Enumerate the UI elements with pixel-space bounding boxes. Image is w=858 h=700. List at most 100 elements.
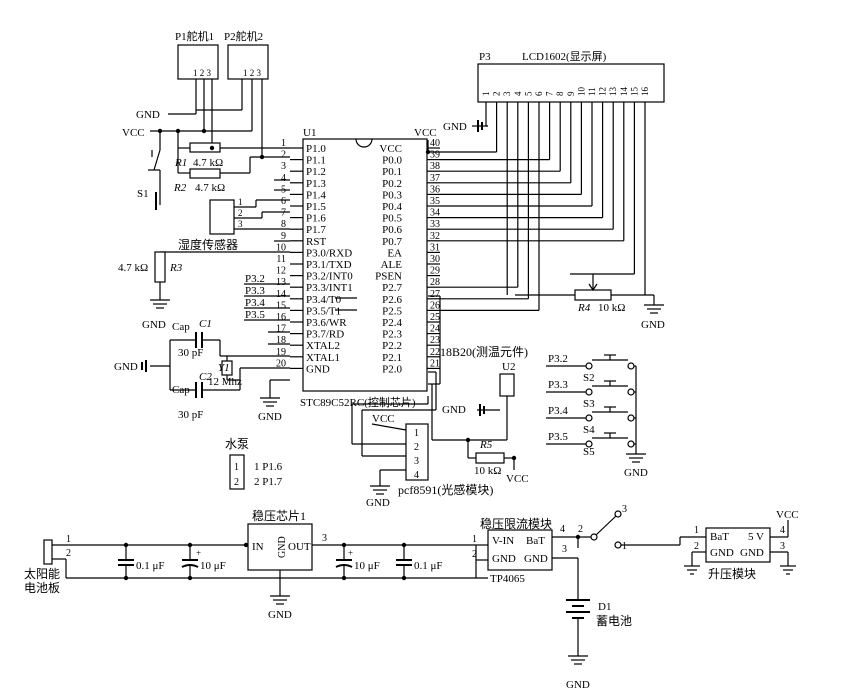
u1-pin-label: P0.0: [382, 155, 402, 167]
crystal-circuit: GND C1 Cap 30 pF Y1 12 Mhz C2 Cap 30 pF: [114, 318, 290, 421]
lcd-pin-num: 8: [555, 91, 565, 96]
svg-text:OUT: OUT: [288, 541, 311, 553]
boost-label: 升压模块: [708, 567, 756, 581]
gnd-label-r4: GND: [641, 319, 665, 331]
svg-text:+: +: [348, 548, 353, 558]
u1-pin-label: P0.3: [382, 189, 402, 201]
u1-pin-num: 22: [430, 347, 440, 358]
svg-text:GND: GND: [492, 553, 516, 565]
svg-text:TP4065: TP4065: [490, 573, 525, 585]
u1-pin-num: 19: [276, 347, 286, 358]
svg-text:Cap: Cap: [172, 384, 190, 396]
u1-pin-label: P1.7: [306, 224, 326, 236]
lcd-pin-num: 5: [523, 91, 533, 96]
u1-pin-label: XTAL1: [306, 352, 340, 364]
svg-text:1: 1: [414, 428, 419, 439]
u1-pin-label: P0.6: [382, 224, 402, 236]
lcd-pin-num: 12: [598, 87, 608, 96]
gnd-label-servo: GND: [136, 109, 160, 121]
svg-text:1: 1: [66, 534, 71, 545]
u1-pin-label: P0.1: [382, 166, 402, 178]
lcd-pin-num: 3: [502, 91, 512, 96]
svg-text:4: 4: [560, 524, 565, 535]
u1-pin-label: P3.3/INT1: [306, 282, 353, 294]
u1-pin-label: P2.4: [382, 317, 402, 329]
u1-pin-num: 26: [430, 300, 440, 311]
u1-pin-label: ALE: [381, 259, 403, 271]
servo1-label: P1舵机1: [175, 29, 214, 43]
lcd-label: LCD1602(显示屏): [522, 50, 607, 63]
servo2-pins: 1 2 3: [243, 68, 262, 78]
battery-label: 蓄电池: [596, 614, 632, 628]
lcd-pin-num: 1: [481, 92, 491, 97]
u1-pin-num: 30: [430, 254, 440, 265]
svg-text:10 kΩ: 10 kΩ: [474, 465, 501, 477]
r2-value: 4.7 kΩ: [195, 182, 225, 194]
svg-text:S3: S3: [583, 398, 595, 410]
svg-text:C1: C1: [199, 318, 212, 330]
lcd-pin-num: 2: [492, 92, 502, 97]
u1-pin-num: 27: [430, 289, 440, 300]
u1-pin-label: P3.4/T0: [306, 294, 342, 306]
u1-pin-num: 34: [430, 208, 440, 219]
u1-pin-label: P2.7: [382, 282, 402, 294]
gnd-label-lcd: GND: [443, 121, 467, 133]
lcd-pin-num: 11: [587, 87, 597, 96]
u1-pin-label: P3.1/TXD: [306, 259, 352, 271]
u1-pin-num: 3: [281, 161, 286, 172]
svg-text:5 V: 5 V: [748, 531, 764, 543]
r2-ref: R2: [173, 182, 187, 194]
svg-text:Y1: Y1: [218, 362, 230, 374]
vcc-label-servo: VCC: [122, 127, 145, 139]
u1-pin-num: 1: [281, 138, 286, 149]
u1-pin-num: 12: [276, 266, 286, 277]
svg-text:10 μF: 10 μF: [354, 560, 380, 572]
svg-text:GND: GND: [740, 547, 764, 559]
lcd-pin-num: 14: [619, 87, 629, 97]
svg-text:R4: R4: [577, 302, 591, 314]
gnd-label-r3: GND: [142, 319, 166, 331]
vcc-label-boost: VCC: [776, 509, 799, 521]
u1-pin-label: RST: [306, 236, 326, 248]
u1-pin-num: 37: [430, 173, 440, 184]
u1-pin-num: 36: [430, 184, 440, 195]
svg-text:GND: GND: [524, 553, 548, 565]
gnd-label-battery: GND: [566, 679, 590, 691]
u1-pin-num: 2: [281, 150, 286, 161]
svg-text:Cap: Cap: [172, 321, 190, 333]
svg-text:4: 4: [780, 525, 785, 536]
svg-text:2: 2: [414, 442, 419, 453]
lcd-pin-num: 7: [545, 91, 555, 96]
svg-text:2: 2: [66, 548, 71, 559]
svg-text:1: 1: [694, 525, 699, 536]
servo2-label: P2舵机2: [224, 29, 263, 43]
humidity-sensor: 1 2 3 湿度传感器: [178, 197, 290, 252]
svg-text:S4: S4: [583, 424, 595, 436]
u1-pin-label: P2.0: [382, 363, 402, 375]
lcd-pin-num: 6: [534, 91, 544, 96]
svg-text:2: 2: [694, 541, 699, 552]
chg-label: 稳压限流模块: [480, 516, 552, 531]
ds18b20: 18B20(测温元件) U2 GND R5 10 kΩ VCC: [431, 345, 529, 485]
svg-text:P3.3: P3.3: [548, 379, 568, 391]
u1-pin-num: 28: [430, 277, 440, 288]
svg-text:BaT: BaT: [710, 531, 729, 543]
u1-pin-label: P0.2: [382, 178, 402, 190]
r3-ref: R3: [169, 262, 183, 274]
u1-pin-num: 25: [430, 312, 440, 323]
u1-pin-label: EA: [387, 247, 402, 259]
gnd-label-buttons: GND: [624, 467, 648, 479]
u1-pin-num: 33: [430, 219, 440, 230]
u1-name: STC89C52RC(控制芯片): [300, 395, 416, 409]
u1-pin-num: 40: [430, 138, 440, 149]
servo1: P1舵机1 1 2 3: [175, 29, 219, 148]
u1-pin-num: 7: [281, 208, 286, 219]
svg-text:GND: GND: [710, 547, 734, 559]
vcc-label-pcf: VCC: [372, 413, 395, 425]
svg-text:2: 2: [238, 208, 243, 218]
power-section: 1 2 太阳能 电池板 0.1 μF + 10 μF 稳压芯片1 IN OUT …: [24, 504, 799, 691]
